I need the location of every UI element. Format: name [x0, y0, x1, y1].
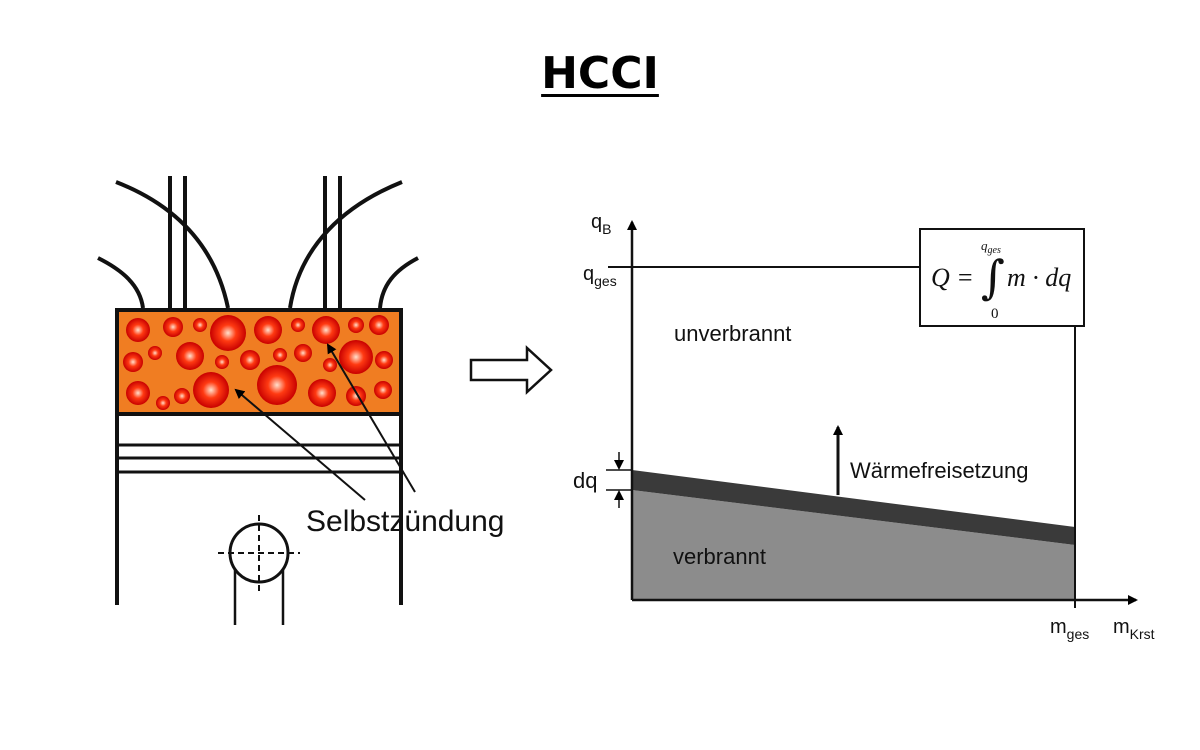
right-valve	[288, 176, 419, 309]
ignition-spots	[123, 315, 393, 410]
y-axis-label: qB	[591, 211, 611, 237]
page-title: HCCI	[541, 48, 659, 99]
burned-region	[632, 490, 1075, 600]
formula-box	[919, 228, 1085, 327]
engine-schematic: Selbstzündung	[97, 176, 505, 625]
dq-indicator	[606, 452, 632, 508]
ignition-spot	[193, 318, 207, 332]
heat-release-label: Wärmefreisetzung	[850, 458, 1029, 483]
ignition-spot	[215, 355, 229, 369]
integral-sign: ∫	[981, 250, 1005, 304]
ignition-spot	[254, 316, 282, 344]
ignition-spot	[375, 351, 393, 369]
ignition-spot	[193, 372, 229, 408]
dq-label: dq	[573, 468, 597, 493]
m-ges-label: mges	[1050, 616, 1089, 642]
left-valve	[97, 176, 230, 309]
piston-pin	[218, 515, 300, 625]
ignition-spot	[156, 396, 170, 410]
heat-release-chart: Q = ∫ qges 0 m · dq qB qges mges mKrst d…	[573, 211, 1155, 642]
flame-front-band	[632, 470, 1075, 545]
ignition-spot	[210, 315, 246, 351]
transition-arrow	[469, 345, 553, 395]
formula-integrand: m · dq	[1007, 263, 1071, 292]
formula-lhs: Q =	[931, 263, 974, 292]
integral-upper-limit: qges	[981, 238, 1001, 256]
ignition-spot	[294, 344, 312, 362]
pointer-arrow-2	[326, 343, 416, 493]
ignition-spot	[369, 315, 389, 335]
integral-lower-limit: 0	[991, 306, 999, 322]
ignition-spot	[374, 381, 392, 399]
ignition-spot	[176, 342, 204, 370]
unburned-label: unverbrannt	[674, 321, 791, 346]
formula: Q = ∫ qges 0 m · dq	[931, 238, 1071, 322]
ignition-spot	[323, 358, 337, 372]
cylinder-walls	[115, 310, 403, 605]
ignition-spot	[148, 346, 162, 360]
piston	[117, 443, 401, 474]
q-ges-label: qges	[583, 263, 617, 289]
pointer-arrow-1	[234, 388, 366, 501]
ignition-spot	[308, 379, 336, 407]
ignition-spot	[126, 318, 150, 342]
ignition-spot	[123, 352, 143, 372]
burned-label: verbrannt	[673, 544, 766, 569]
ignition-spot	[163, 317, 183, 337]
ignition-spot	[339, 340, 373, 374]
ignition-spot	[273, 348, 287, 362]
ignition-spot	[240, 350, 260, 370]
ignition-spot	[174, 388, 190, 404]
x-axis-label: mKrst	[1113, 616, 1155, 642]
ignition-label: Selbstzündung	[306, 505, 505, 538]
ignition-spot	[348, 317, 364, 333]
ignition-spot	[291, 318, 305, 332]
ignition-spot	[257, 365, 297, 405]
ignition-spot	[312, 316, 340, 344]
ignition-spot	[126, 381, 150, 405]
